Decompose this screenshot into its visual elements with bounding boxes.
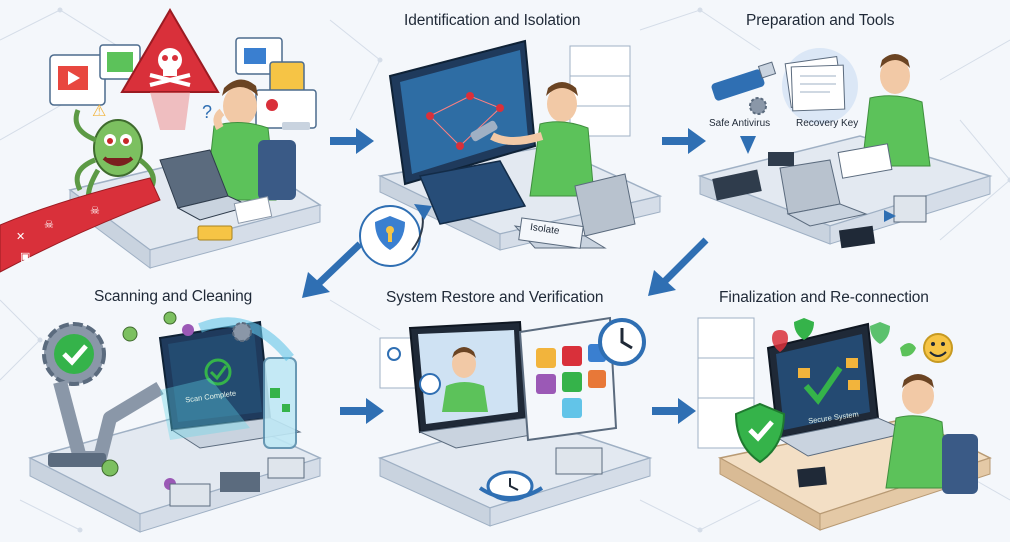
gear-icon (749, 97, 767, 115)
bug-icon (101, 311, 177, 477)
svg-text:?: ? (202, 102, 212, 122)
documents-icon (784, 56, 846, 112)
arrow-right-icon (652, 398, 696, 424)
virus-monster-icon (93, 119, 143, 177)
arrow-right-icon (340, 398, 384, 424)
arrow-right-icon (662, 128, 706, 154)
clock-restore-icon (419, 373, 441, 395)
smiley-icon (923, 333, 953, 363)
scene-finalization (697, 317, 992, 531)
heart-icon (772, 330, 788, 352)
svg-text:☠: ☠ (90, 205, 100, 217)
gear-icon (232, 322, 252, 342)
usb-drive-icon (711, 61, 777, 101)
step-title-finalization: Finalization and Re-connection (719, 289, 929, 306)
scene-identification (359, 39, 663, 267)
arrow-right-icon (330, 128, 374, 154)
svg-text:⚠: ⚠ (92, 103, 106, 120)
arrow-diagonal-icon (648, 237, 709, 296)
safe-antivirus-label: Safe Antivirus (709, 118, 771, 129)
arrow-diagonal-icon (302, 241, 363, 298)
svg-text:✕: ✕ (16, 231, 25, 243)
scene-restore (377, 316, 653, 527)
scene-preparation (697, 48, 993, 249)
step-title-identification: Identification and Isolation (404, 12, 581, 29)
step-title-restore: System Restore and Verification (386, 289, 604, 306)
scene-infection: ? ⚠ ✕ ☠ ☠ ▣ (0, 8, 322, 273)
svg-text:▣: ▣ (20, 251, 30, 263)
step-title-preparation: Preparation and Tools (746, 12, 895, 29)
step-title-scanning: Scanning and Cleaning (94, 288, 253, 305)
scene-scanning (27, 311, 323, 533)
svg-text:☠: ☠ (44, 219, 54, 231)
recovery-key-label: Recovery Key (796, 118, 859, 129)
